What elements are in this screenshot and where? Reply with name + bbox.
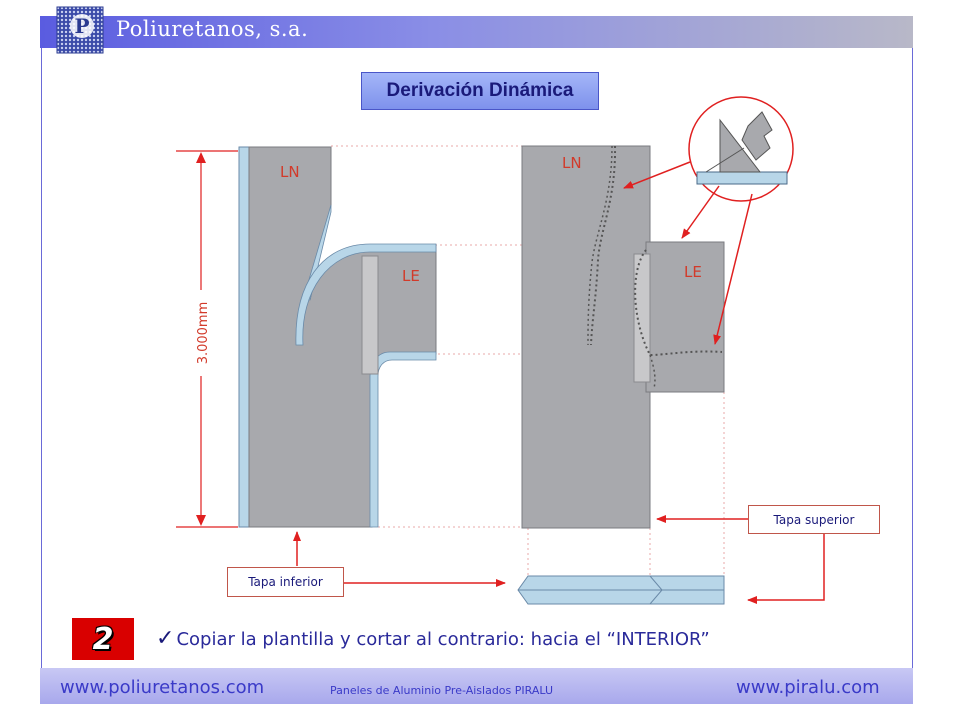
footer-url-piralu[interactable]: www.piralu.com <box>736 677 880 698</box>
left-panel: LN LE <box>238 146 437 528</box>
company-name: Poliuretanos, s.a. <box>116 17 309 41</box>
step-number-badge: 2 <box>72 618 134 660</box>
check-icon: ✓ <box>156 626 175 651</box>
step-number: 2 <box>92 621 114 657</box>
right-panel-body <box>521 145 651 529</box>
dimension-line <box>176 150 238 528</box>
step-instruction: ✓Copiar la plantilla y cortar al contrar… <box>156 626 710 651</box>
footer-url-poliuretanos[interactable]: www.poliuretanos.com <box>60 677 265 698</box>
left-panel-body <box>248 146 437 528</box>
zoom-detail <box>688 96 794 202</box>
logo-letter: P <box>74 14 89 38</box>
right-panel: LN LE <box>521 145 725 529</box>
footer-product-line: Paneles de Aluminio Pre-Aislados PIRALU <box>330 684 553 697</box>
tapa-profile <box>517 575 725 605</box>
frame-left-line <box>41 48 42 668</box>
right-ln-label: LN <box>562 154 582 172</box>
left-panel-edge <box>238 146 250 528</box>
slide-title: Derivación Dinámica <box>386 80 574 101</box>
dimension-label: 3.000mm <box>196 302 211 365</box>
left-le-insert <box>361 255 379 375</box>
tapa-inferior-callout: Tapa inferior <box>227 567 344 597</box>
step-instruction-text: Copiar la plantilla y cortar al contrari… <box>176 629 710 650</box>
left-le-label: LE <box>402 267 420 285</box>
frame-right-line <box>912 48 913 668</box>
slide-title-box: Derivación Dinámica <box>361 72 599 110</box>
right-le-wing <box>645 241 725 393</box>
right-le-insert <box>633 253 651 383</box>
header-bar <box>40 16 913 48</box>
company-logo: P <box>56 6 104 54</box>
right-le-label: LE <box>684 263 702 281</box>
left-ln-label: LN <box>280 163 300 181</box>
tapa-superior-callout: Tapa superior <box>748 505 880 534</box>
footer-bar <box>40 668 913 704</box>
pointer-arrows <box>293 161 825 604</box>
